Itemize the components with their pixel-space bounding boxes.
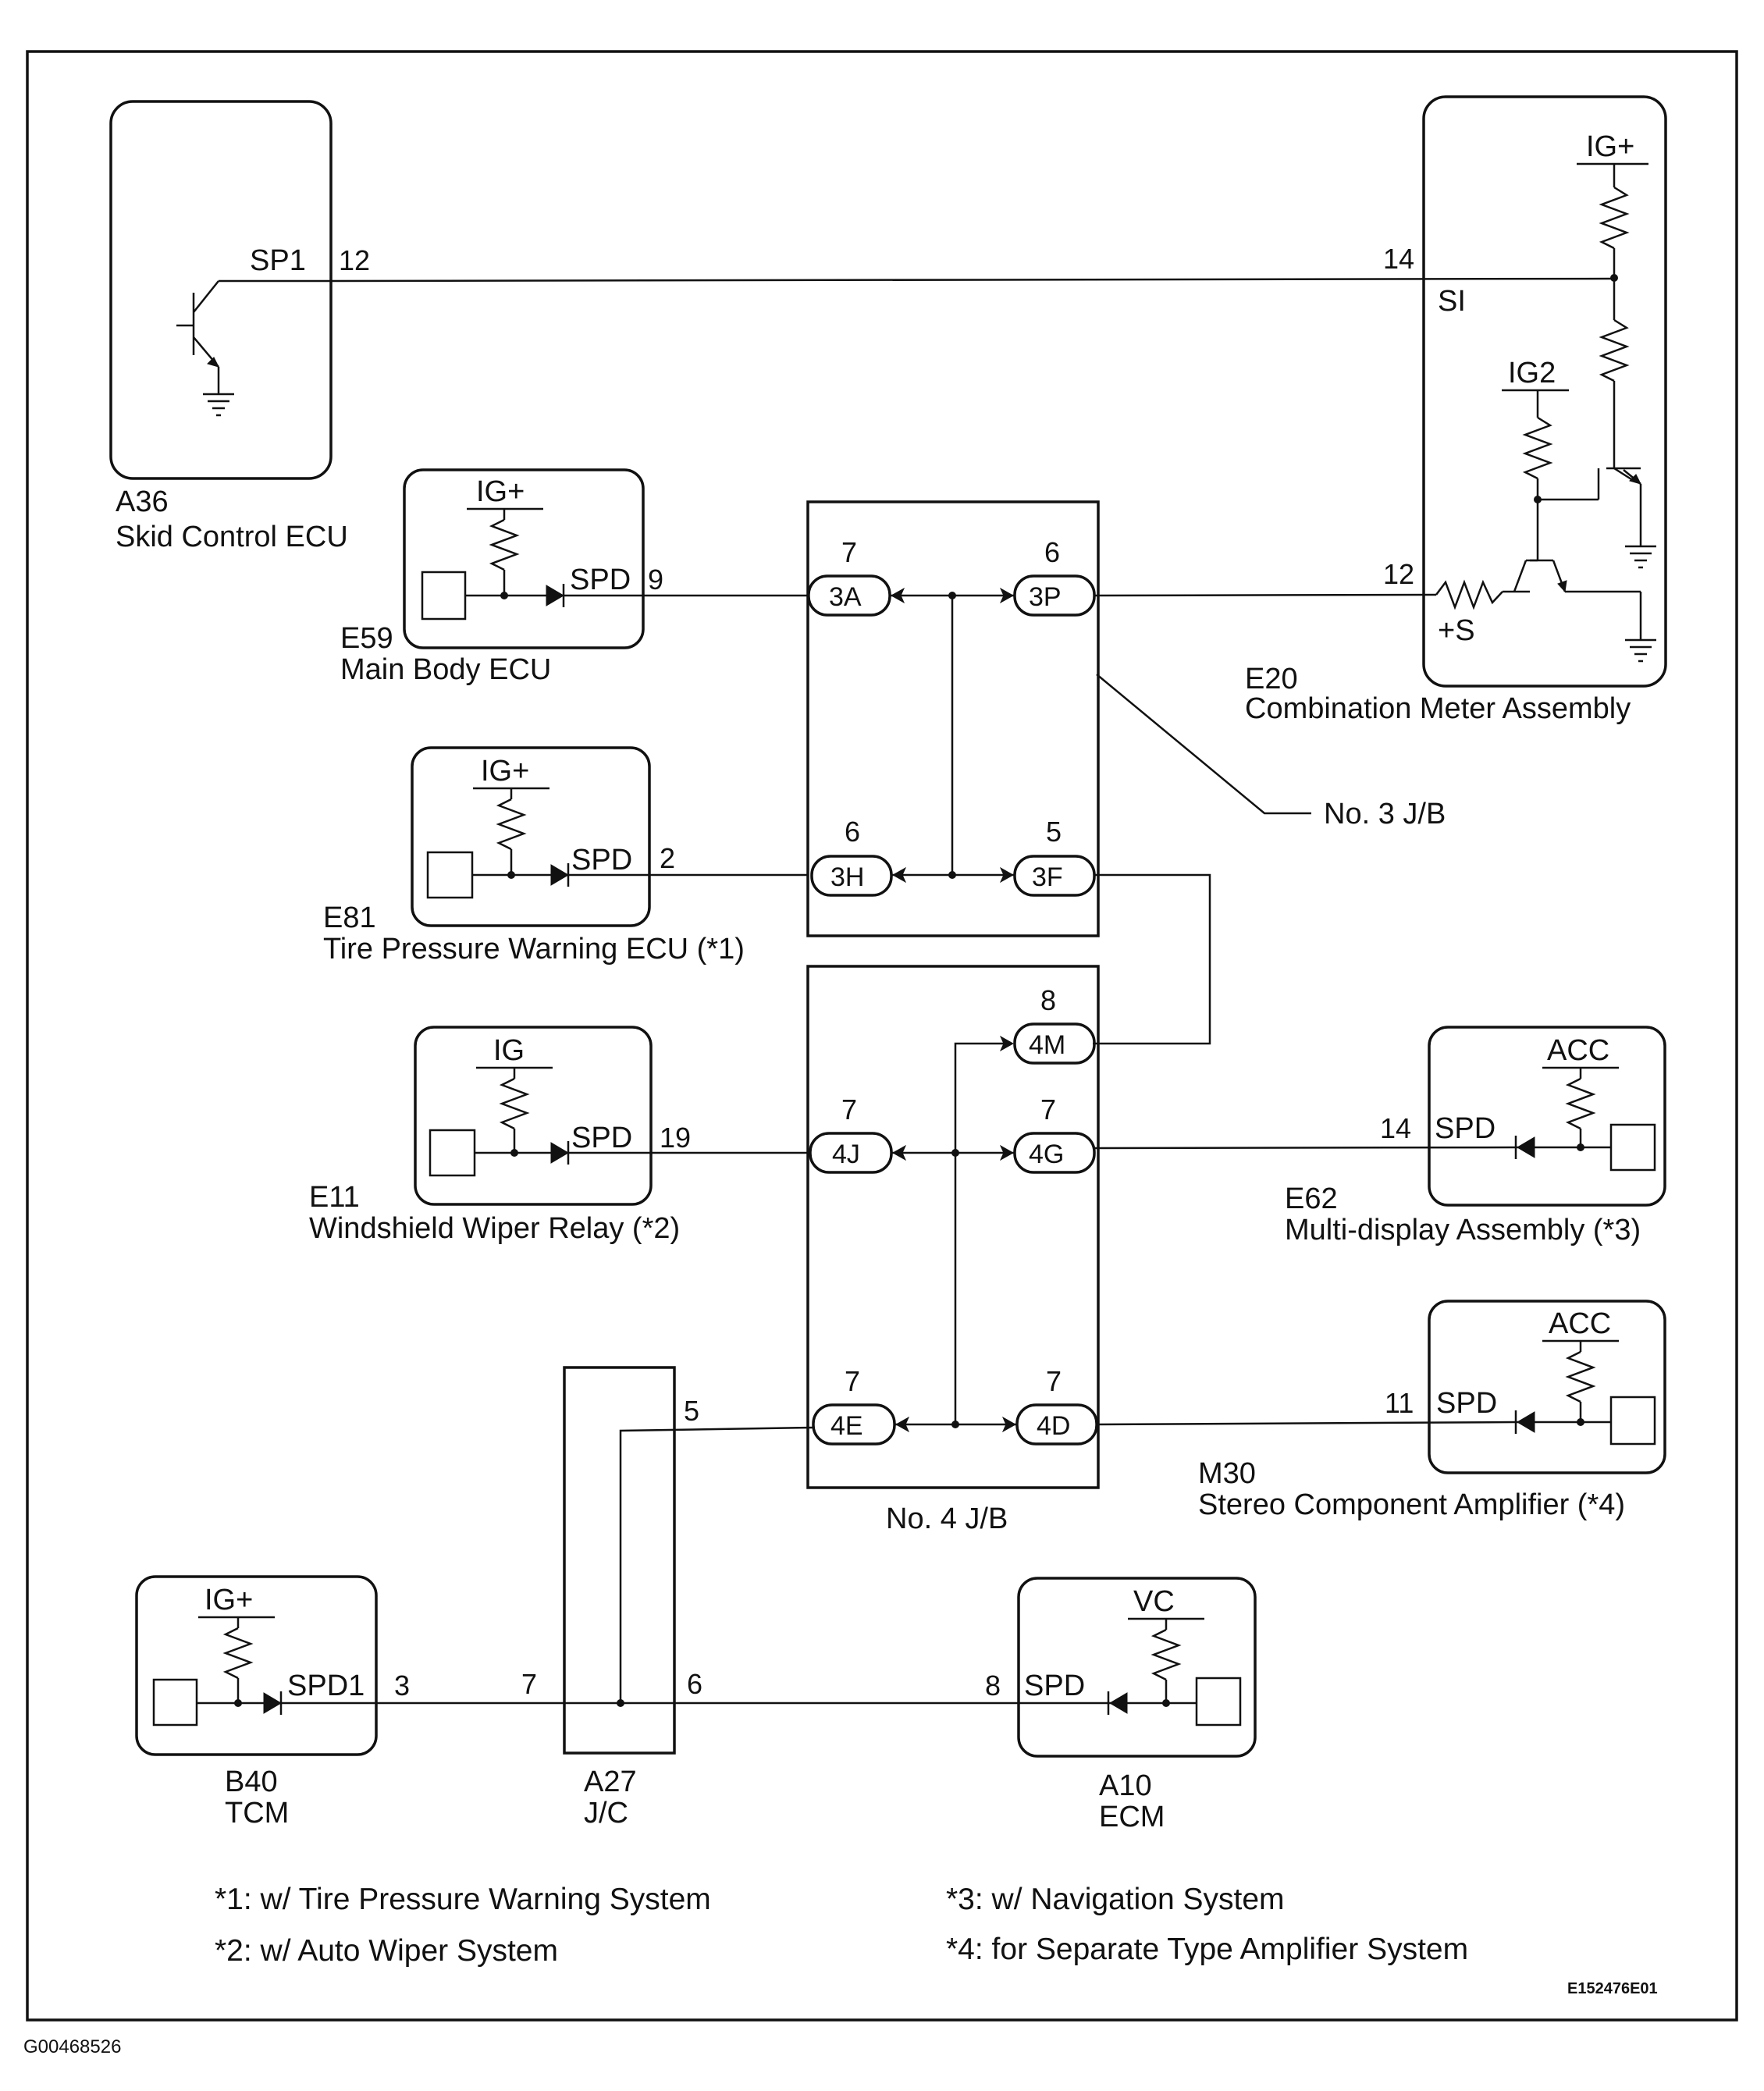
- meter-si-terminal: SI: [1438, 285, 1466, 318]
- meter-supply2-label: IG2: [1508, 357, 1556, 389]
- multi-pin-label: 14: [1380, 1112, 1411, 1144]
- junction-block-3: 3A 7 3P 6 3H 6 3F 5 No. 3 J/B: [806, 500, 1446, 937]
- ecm-pin-label: 8: [985, 1670, 1001, 1702]
- windshield-wiper-relay: IG SPD 19 E11 Windshield Wiper Relay (*2…: [309, 1026, 691, 1245]
- meter-name-label: Combination Meter Assembly: [1245, 692, 1631, 725]
- jb4-4D-label: 4D: [1037, 1411, 1070, 1441]
- main-body-code-label: E59: [340, 622, 393, 655]
- tcm-pin-label: 3: [394, 1670, 410, 1702]
- tire-code-label: E81: [323, 901, 376, 934]
- skid-control-ecu: SP1 12 A36 Skid Control ECU: [109, 100, 370, 553]
- ecm-supply-label: VC: [1133, 1585, 1175, 1618]
- tcm-terminal-label: SPD1: [287, 1670, 365, 1702]
- jb4-4J-label: 4J: [832, 1140, 860, 1169]
- note-3: *3: w/ Navigation System: [946, 1883, 1285, 1916]
- amp-code-label: M30: [1198, 1457, 1256, 1490]
- footnotes: *1: w/ Tire Pressure Warning System *2: …: [215, 1883, 1468, 1968]
- jc-top-pin: 5: [684, 1395, 699, 1427]
- 4g-to-multi-wire: [1094, 1146, 1517, 1150]
- jc-name-label: J/C: [584, 1797, 628, 1830]
- jb3-3P-pin: 6: [1044, 536, 1060, 568]
- jb3-3P-label: 3P: [1029, 582, 1062, 612]
- skid-code-label: A36: [116, 485, 169, 518]
- tire-pressure-ecu: IG+ SPD 2 E81 Tire Pressure Warning ECU …: [323, 746, 745, 965]
- jb4-label: No. 4 J/B: [886, 1502, 1008, 1535]
- 4d-to-amp-wire: [1096, 1421, 1517, 1426]
- 3p-to-meter-wire: [1094, 593, 1437, 597]
- multi-display-assembly: ACC SPD 14 E62 Multi-display Assembly (*…: [1285, 1026, 1666, 1246]
- amp-name-label: Stereo Component Amplifier (*4): [1198, 1488, 1625, 1521]
- main-body-name-label: Main Body ECU: [340, 653, 551, 686]
- tcm-name-label: TCM: [225, 1797, 289, 1830]
- wiper-supply-label: IG: [493, 1034, 525, 1067]
- jb3-3H-label: 3H: [830, 862, 864, 892]
- stereo-component-amplifier: ACC SPD 11 M30 Stereo Component Amplifie…: [1198, 1300, 1666, 1521]
- note-4: *4: for Separate Type Amplifier System: [946, 1933, 1468, 1966]
- main-body-supply-label: IG+: [476, 475, 525, 508]
- jb4-4G-label: 4G: [1029, 1140, 1064, 1169]
- main-body-terminal-label: SPD: [570, 564, 631, 596]
- meter-s-terminal: +S: [1438, 614, 1475, 647]
- jb4-4M-label: 4M: [1029, 1030, 1065, 1060]
- ecm-code-label: A10: [1099, 1769, 1152, 1802]
- 3f-to-4m-wire: [1093, 873, 1211, 1045]
- jc-code-label: A27: [584, 1766, 637, 1798]
- multi-code-label: E62: [1285, 1182, 1338, 1215]
- jb3-3F-label: 3F: [1032, 862, 1063, 892]
- skid-terminal-label: SP1: [250, 244, 306, 277]
- jb4-4M-pin: 8: [1040, 984, 1056, 1016]
- jb4-4G-pin: 7: [1040, 1094, 1056, 1126]
- wiper-name-label: Windshield Wiper Relay (*2): [309, 1212, 680, 1245]
- junction-block-4: 4M 8 4J 7 4G 7 4E 7 4D 7 No. 4 J/B: [806, 965, 1100, 1535]
- tire-name-label: Tire Pressure Warning ECU (*1): [323, 933, 745, 965]
- skid-pin-label: 12: [339, 244, 370, 276]
- amp-pin-label: 11: [1385, 1387, 1414, 1419]
- ecm: VC SPD 8 A10 ECM: [985, 1577, 1257, 1833]
- diagram-frame: [26, 50, 1738, 2022]
- page-code: G00468526: [23, 2036, 121, 2057]
- meter-code-label: E20: [1245, 663, 1298, 695]
- multi-terminal-label: SPD: [1435, 1112, 1495, 1145]
- combination-meter-assembly: IG+ IG2: [1245, 95, 1667, 725]
- jb3-3F-pin: 5: [1046, 816, 1062, 848]
- tcm: IG+ SPD1 3 B40 TCM: [135, 1575, 410, 1830]
- amp-supply-label: ACC: [1549, 1307, 1611, 1340]
- multi-supply-label: ACC: [1547, 1034, 1609, 1067]
- meter-si-pin: 14: [1383, 243, 1414, 275]
- amp-terminal-label: SPD: [1436, 1387, 1497, 1420]
- jc-in-pin: 7: [521, 1668, 537, 1700]
- skid-name-label: Skid Control ECU: [116, 521, 348, 553]
- tcm-supply-label: IG+: [204, 1584, 253, 1616]
- jb3-label: No. 3 J/B: [1324, 798, 1446, 830]
- tcm-code-label: B40: [225, 1766, 278, 1798]
- jb3-3A-pin: 7: [841, 536, 857, 568]
- junction-connector-a27: 5 7 6 A27 J/C: [521, 1366, 814, 1830]
- tire-supply-label: IG+: [481, 755, 529, 788]
- ecm-name-label: ECM: [1099, 1801, 1165, 1833]
- note-1: *1: w/ Tire Pressure Warning System: [215, 1883, 711, 1916]
- jc-out-pin: 6: [687, 1668, 702, 1700]
- meter-supply1-label: IG+: [1586, 130, 1634, 163]
- jb3-3A-label: 3A: [829, 582, 862, 612]
- multi-name-label: Multi-display Assembly (*3): [1285, 1214, 1641, 1246]
- wiper-pin-label: 19: [660, 1122, 691, 1154]
- main-body-pin-label: 9: [648, 564, 663, 596]
- note-2: *2: w/ Auto Wiper System: [215, 1934, 558, 1968]
- sp1-to-si-wire: [329, 277, 1616, 283]
- tire-terminal-label: SPD: [571, 844, 632, 877]
- ecm-terminal-label: SPD: [1024, 1670, 1085, 1702]
- jb4-4J-pin: 7: [841, 1094, 857, 1126]
- wiper-terminal-label: SPD: [571, 1122, 632, 1154]
- main-body-ecu: IG+ SPD 9 E59 Main Body ECU: [340, 468, 663, 686]
- jb3-3H-pin: 6: [845, 816, 860, 848]
- jb4-4E-pin: 7: [845, 1365, 860, 1397]
- meter-s-pin: 12: [1383, 558, 1414, 590]
- wiper-code-label: E11: [309, 1181, 360, 1214]
- figure-code: E152476E01: [1567, 1980, 1658, 1997]
- jb4-4D-pin: 7: [1046, 1365, 1062, 1397]
- tire-pin-label: 2: [660, 842, 675, 874]
- jb4-4E-label: 4E: [830, 1411, 863, 1441]
